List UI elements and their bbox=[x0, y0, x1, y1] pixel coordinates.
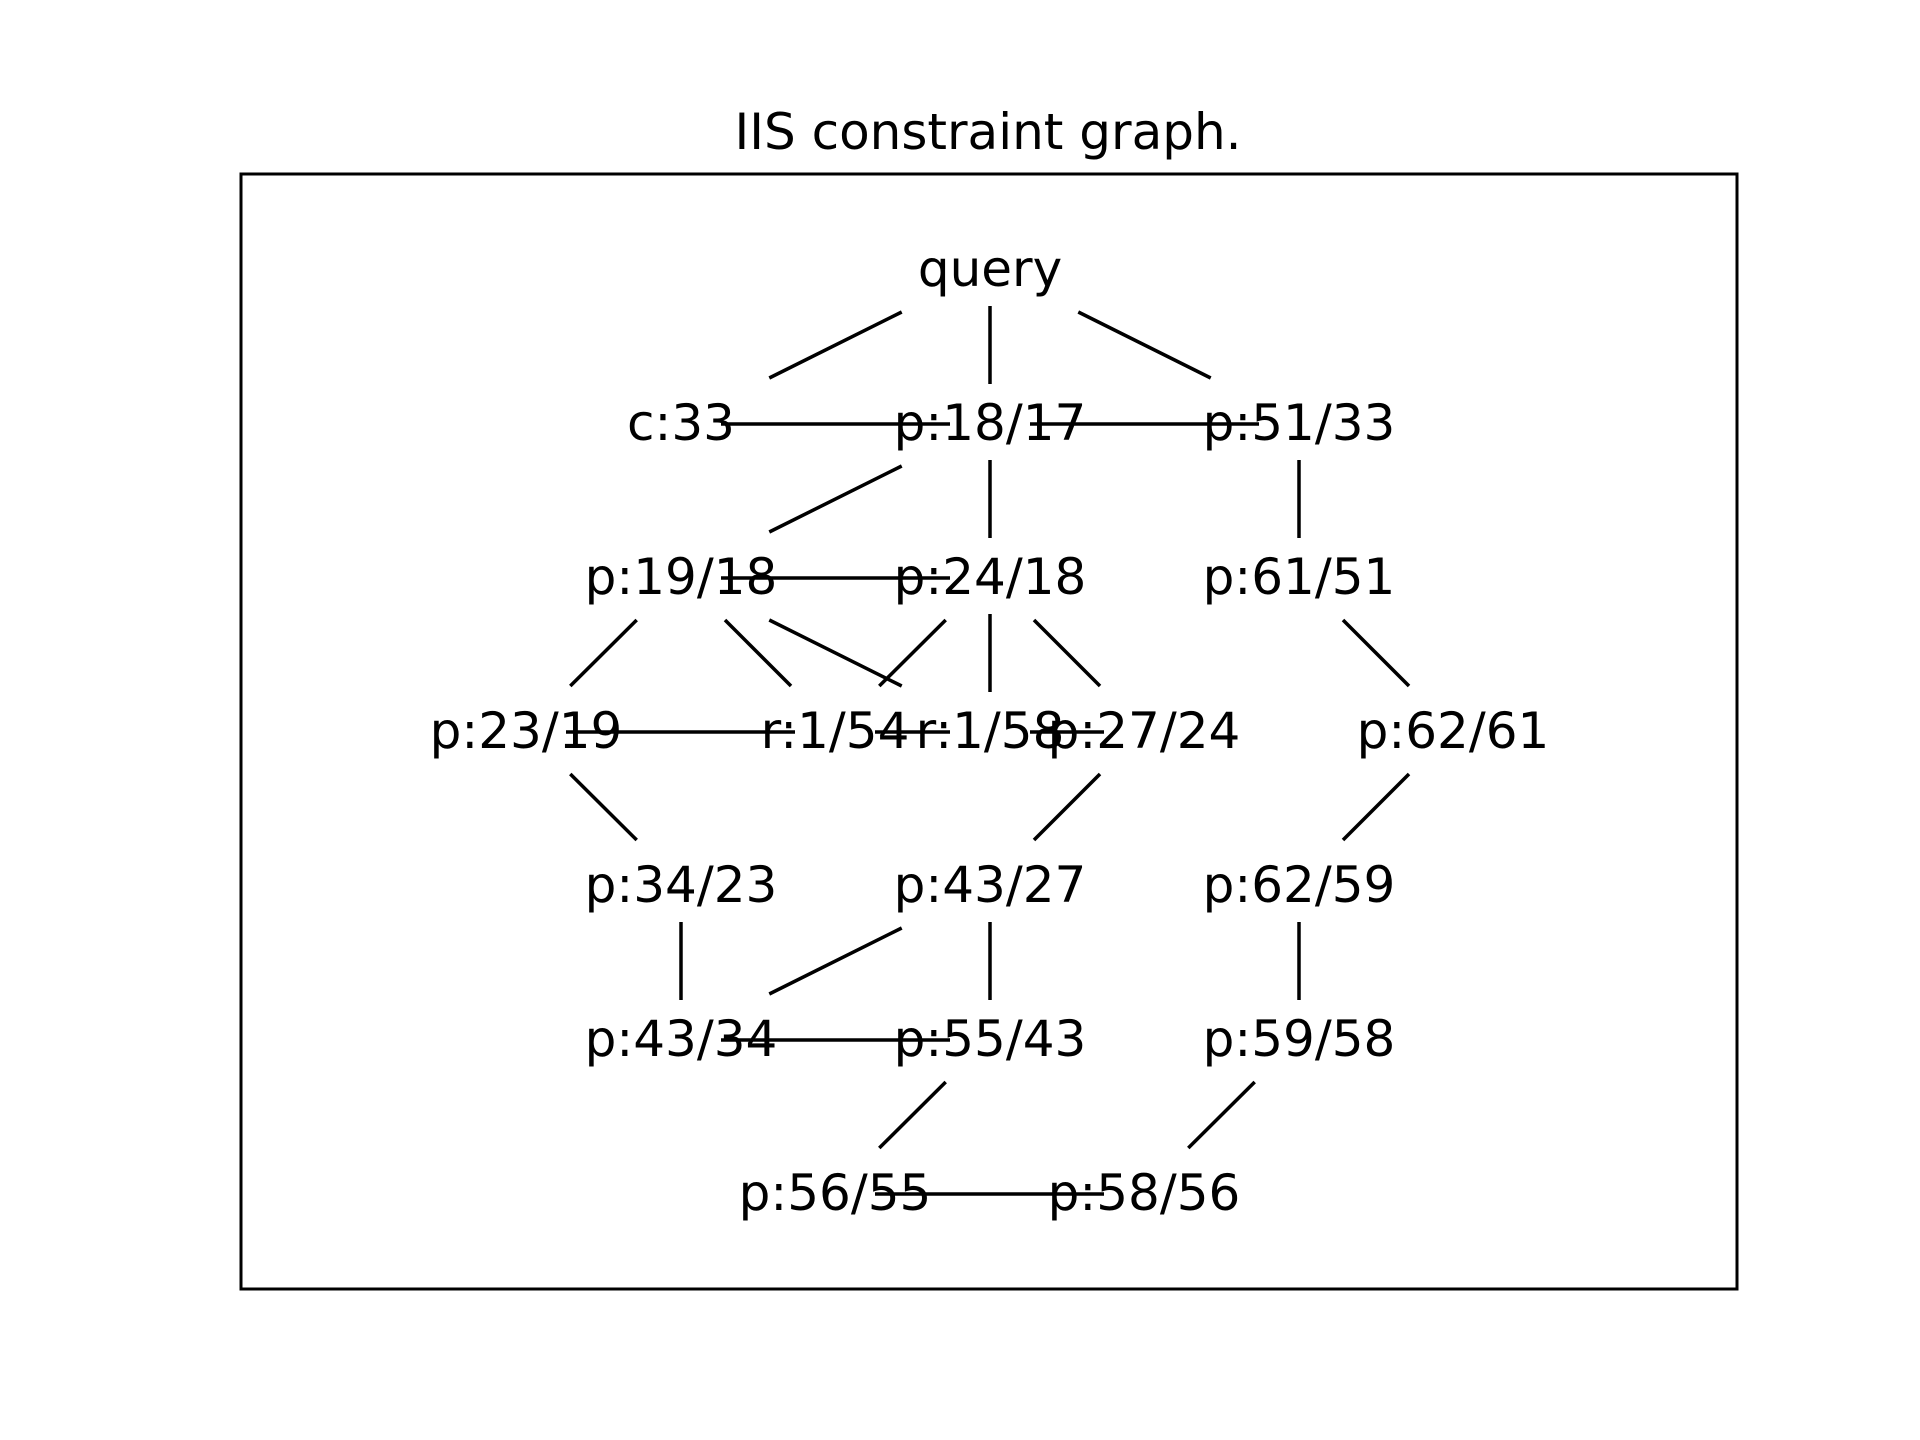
edge-p19_18-r1_54 bbox=[723, 618, 793, 688]
node-p24_18: p:24/18 bbox=[894, 548, 1087, 606]
node-r1_58: r:1/58 bbox=[916, 702, 1065, 760]
edge-query-c33 bbox=[768, 310, 903, 380]
node-p43_27: p:43/27 bbox=[894, 856, 1087, 914]
node-p43_34: p:43/34 bbox=[585, 1010, 778, 1068]
edge-p43_27-p43_34 bbox=[768, 926, 903, 996]
edge-p27_24-p43_27 bbox=[1032, 772, 1102, 842]
edge-query-p51_33 bbox=[1077, 310, 1212, 380]
edge-p55_43-p56_55 bbox=[878, 1080, 947, 1150]
diagram-title: IIS constraint graph. bbox=[734, 103, 1241, 161]
edge-p59_58-p58_56 bbox=[1187, 1080, 1256, 1150]
node-r1_54: r:1/54 bbox=[761, 702, 910, 760]
edge-p23_19-p34_23 bbox=[569, 772, 638, 842]
node-c33: c:33 bbox=[627, 394, 735, 452]
node-query: query bbox=[918, 240, 1062, 298]
node-p51_33: p:51/33 bbox=[1203, 394, 1396, 452]
edge-p19_18-r1_58 bbox=[768, 618, 903, 688]
edge-p24_18-p27_24 bbox=[1032, 618, 1102, 688]
edge-p18_17-p19_18 bbox=[768, 464, 903, 534]
node-p18_17: p:18/17 bbox=[894, 394, 1087, 452]
node-p58_56: p:58/56 bbox=[1048, 1164, 1241, 1222]
node-p19_18: p:19/18 bbox=[585, 548, 778, 606]
edge-p62_61-p62_59 bbox=[1341, 772, 1411, 842]
node-p59_58: p:59/58 bbox=[1203, 1010, 1396, 1068]
node-p55_43: p:55/43 bbox=[894, 1010, 1087, 1068]
node-p27_24: p:27/24 bbox=[1048, 702, 1241, 760]
node-p23_19: p:23/19 bbox=[430, 702, 623, 760]
diagram-frame bbox=[239, 172, 1739, 1291]
node-p62_59: p:62/59 bbox=[1203, 856, 1396, 914]
nodes-layer: query c:33 p:18/17 p:51/33 p:19/18 p:24/18 p:6… bbox=[430, 240, 1550, 1222]
node-p56_55: p:56/55 bbox=[739, 1164, 932, 1222]
node-p62_61: p:62/61 bbox=[1357, 702, 1550, 760]
node-p34_23: p:34/23 bbox=[585, 856, 778, 914]
edge-p61_51-p62_61 bbox=[1341, 618, 1411, 688]
node-p61_51: p:61/51 bbox=[1203, 548, 1396, 606]
edges-layer bbox=[566, 306, 1411, 1196]
edge-p19_18-p23_19 bbox=[569, 618, 638, 688]
edge-p24_18-r1_54 bbox=[878, 618, 947, 688]
